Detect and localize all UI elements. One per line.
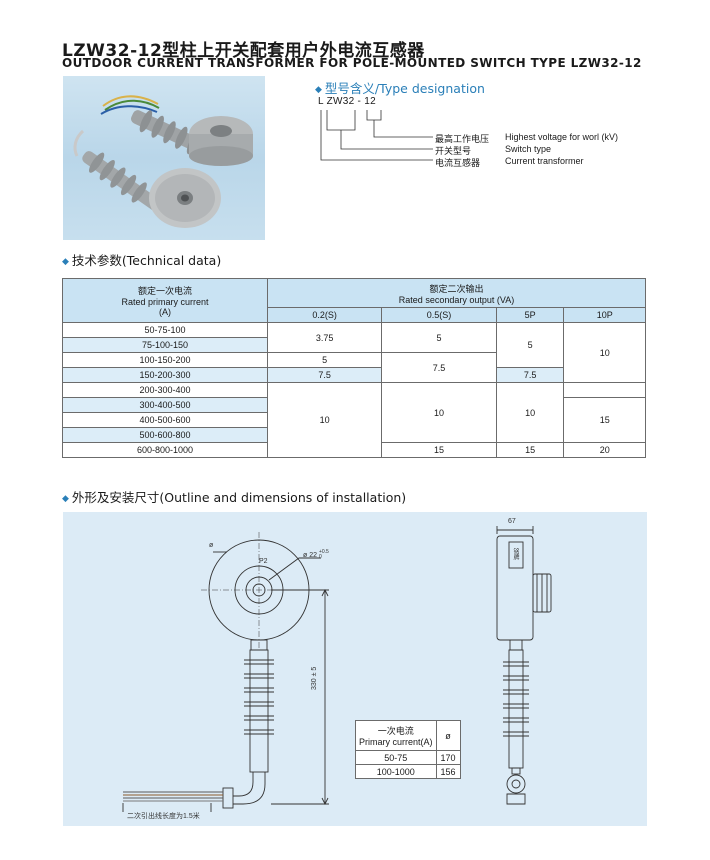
- designation-label-cn-switch: 开关型号: [435, 146, 472, 156]
- cell-5p: 5: [495, 322, 565, 368]
- cell-05s: 10: [381, 382, 497, 443]
- table-row: 200-300-400 10 10 10: [62, 382, 646, 458]
- p2-label: P2: [259, 558, 268, 565]
- designation-label-cn-ct: 电流互感器: [435, 158, 481, 168]
- primary-current-header: 额定一次电流 Rated primary current (A): [62, 278, 268, 323]
- cell-5p: 15: [495, 442, 565, 458]
- cell-10p: 10: [563, 322, 646, 383]
- outline-drawing: ø P2 ø 22 +0.5 0 330 ± 5 67 铭牌 二次引出线长度为1…: [63, 512, 647, 826]
- cell-05s: 15: [381, 442, 497, 458]
- cell-05s: 7.5: [381, 352, 497, 383]
- diamond-bullet-icon: ◆: [62, 257, 69, 267]
- cell-02s: 5: [266, 352, 383, 368]
- table-row: 50-75 170: [355, 750, 461, 765]
- table-row: 150-200-300 7.5 7.5: [62, 367, 646, 383]
- dim-table-header: 一次电流 Primary current(A): [355, 720, 437, 751]
- diamond-bullet-icon: ◆: [62, 494, 69, 504]
- nameplate-label: 铭牌: [512, 548, 518, 560]
- designation-label-cn-voltage: 最高工作电压: [435, 134, 490, 144]
- outline-heading: ◆外形及安装尺寸(Outline and dimensions of insta…: [62, 490, 407, 505]
- class-header: 0.5(S): [381, 307, 497, 323]
- designation-label-en-ct: Current transformer: [505, 156, 584, 166]
- page-title: LZW32-12型柱上开关配套用户外电流互感器: [62, 41, 425, 61]
- lead-length-label: 二次引出线长度为1.5米: [127, 813, 200, 820]
- table-row: 50-75-100 3.75 5 5 10: [62, 322, 646, 383]
- dim-table-phi-header: ø: [435, 720, 461, 751]
- dimension-table: 一次电流 Primary current(A) ø 50-75 170 100-…: [355, 720, 461, 779]
- page-subtitle: OUTDOOR CURRENT TRANSFORMER FOR POLE-MOU…: [62, 56, 642, 70]
- cell-5p: 10: [495, 382, 565, 443]
- cell-02s: 3.75: [266, 322, 383, 353]
- width-label: 67: [508, 518, 516, 525]
- table-row: 300-400-500 15: [62, 397, 646, 443]
- table-row: 500-600-800: [62, 427, 646, 443]
- diamond-bullet-icon: ◆: [315, 85, 322, 95]
- technical-data-table: 额定一次电流 Rated primary current (A) 额定二次输出 …: [62, 278, 646, 458]
- type-code: L ZW32 - 12: [318, 96, 376, 107]
- product-photo: [63, 76, 265, 240]
- table-row: 75-100-150: [62, 337, 646, 353]
- cell-10p: 20: [563, 442, 646, 458]
- diameter-label: ø: [209, 542, 214, 549]
- height-label: 330 ± 5: [311, 666, 318, 690]
- designation-label-en-voltage: Highest voltage for worl (kV): [505, 132, 619, 142]
- secondary-output-header: 额定二次输出 Rated secondary output (VA): [267, 278, 646, 308]
- class-header: 10P: [563, 307, 646, 323]
- class-header: 5P: [495, 307, 565, 323]
- table-row: 600-800-1000 15 15 20: [62, 442, 646, 458]
- cell-10p: [563, 382, 646, 398]
- class-header: 0.2(S): [266, 307, 383, 323]
- bore-label: ø 22 +0.5 0: [303, 549, 329, 560]
- type-designation-diagram: L ZW32 - 12 最高工作电压 Highest voltage for w…: [305, 96, 645, 176]
- cell-05s: 5: [381, 322, 497, 353]
- cell-10p: 15: [563, 397, 646, 443]
- cell-02s: 7.5: [266, 367, 383, 383]
- cell-5p: 7.5: [495, 367, 565, 383]
- technical-data-heading: ◆技术参数(Technical data): [62, 253, 222, 268]
- table-row: 100-1000 156: [355, 764, 461, 779]
- type-designation-heading: ◆型号含义/Type designation: [315, 81, 485, 96]
- cell-02s: 10: [266, 382, 383, 458]
- designation-label-en-switch: Switch type: [505, 144, 552, 154]
